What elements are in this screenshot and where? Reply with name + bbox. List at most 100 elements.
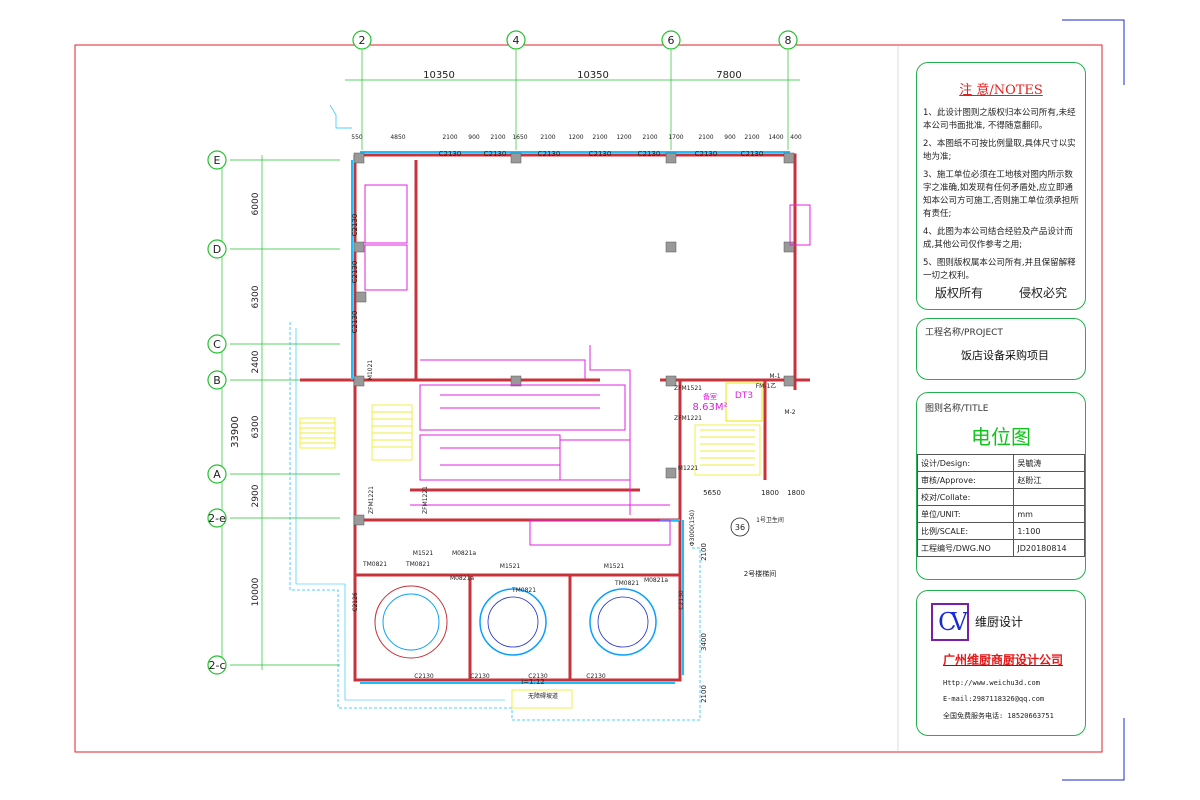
table-row: 单位/UNIT:mm [916,505,1085,523]
table-row: 设计/Design:吴毓涛 [916,454,1085,472]
window-dimension: 2100 [698,134,713,141]
table-row: 比例/SCALE:1:100 [916,522,1085,540]
grid-axis-2-c-label: 2-c [208,659,225,672]
left-dimension: 6300 [251,285,261,308]
note-item: 3、施工单位必须在工地核对图内所示数字之准确,如发现有任何矛盾处,应立即通知本公… [923,170,1079,219]
left-dimension: 2400 [251,350,261,373]
site-boundary-inner [295,328,505,701]
window-label: C2130 [484,150,507,158]
grid-axis-8-circle [778,30,798,50]
door-label: M0821a [452,550,476,557]
note-item: 2、本图纸不可按比例量取,具体尺寸以实地为准; [923,139,1076,162]
grid-axis-6-circle [661,30,681,50]
door-label: M1021 [367,360,374,381]
door-label: TM0821 [405,561,430,568]
door-label: C2126 [352,592,359,612]
window-dimension: 2100 [592,134,607,141]
company-phone: 全国免费服务电话: 18520663751 [943,712,1054,720]
window-label: C2130 [695,150,718,158]
columns [353,152,795,526]
corner-marks [1062,19,1125,781]
side-dimension: 3400 [700,633,708,651]
right-dimension: 1800 [761,489,779,497]
grid-axis-E-label: E [214,154,221,167]
door-label: C2130 [470,673,490,680]
elevator-shaft [725,382,763,422]
door-label: M1521 [604,563,625,570]
door-label: C2130 [528,673,548,680]
table-row: 校对/Collate: [916,488,1085,506]
left-dimension: 6000 [251,192,261,215]
note-item: 4、此图为本公司结合经验及产品设计而成,其他公司仅作参考之用; [923,227,1073,250]
room-label: 备室 [703,392,717,401]
grid-axis-D-circle [207,239,227,259]
top-dimension: 10350 [423,70,455,81]
door-label: M-1 [769,373,780,380]
approver-value: 赵盼江 [1013,471,1085,489]
notes-heading: 注 意/NOTES [959,83,1043,98]
wall-cabinet [789,204,811,246]
left-dimension: 10000 [251,577,261,606]
window-label: C2130 [351,214,359,237]
unit-value: mm [1013,505,1085,523]
window-dimension: 2100 [642,134,657,141]
window-label: C2130 [741,150,764,158]
grid-axis-2-e-circle [207,508,227,528]
window-dimension: 2100 [744,134,759,141]
pipe-dimension: Φ3000(150) [689,510,696,546]
grid-axis-2-c-circle [207,655,227,675]
left-dimension: 6300 [251,415,261,438]
door-label: C2130 [414,673,434,680]
grid-axis-4-circle [506,30,526,50]
notes-list: 1、此设计图则之版权归本公司所有,未经本公司书面批准, 不得随意翻印。 2、本图… [917,98,1085,283]
window-label: C2130 [538,150,561,158]
stairs [299,404,761,709]
windows [351,151,790,684]
walls [300,153,810,682]
electrical-wiring [364,184,671,546]
title-label: 图则名称/TITLE [925,404,989,414]
window-dimension: 1200 [568,134,583,141]
company-website: Http://www.weichu3d.com [943,679,1040,687]
grid-axis-2-e-label: 2-e [208,512,226,525]
dwg-no-value: JD20180814 [1013,539,1085,557]
company-email: E-mail:2987118326@qq.com [943,695,1045,703]
scale-value: 1:100 [1013,522,1085,540]
designer-key: 设计/Design: [916,454,1015,472]
total-dimension: 33900 [230,416,241,448]
window-dimension: 400 [790,134,802,141]
designer-value: 吴毓涛 [1013,454,1085,472]
company-short-name: 维厨设计 [975,615,1024,629]
elevator-label: DT3 [735,391,753,401]
room-area: 8.63M² [693,402,728,413]
window-dimension: 2100 [490,134,505,141]
window-label: C2130 [589,150,612,158]
top-dimension: 7800 [716,70,741,81]
grid-axis-A-circle [207,464,227,484]
window-label: C2130 [439,150,462,158]
window-dimension: 1650 [512,134,527,141]
window-dimension: 1400 [768,134,783,141]
door-label: M1521 [413,550,434,557]
side-dimension: 2100 [700,685,708,703]
logo-letters: CV [938,608,968,636]
round-tables [374,585,657,659]
grid-axis-C-label: C [213,338,221,351]
door-label: C2130 [586,673,606,680]
door-label: ZFM1221 [422,486,429,514]
window-dimension: 900 [468,134,480,141]
section-marker-36 [730,517,750,537]
window-dimension: 1200 [616,134,631,141]
slope-label: i=1:12 [521,678,545,686]
door-label: ZFM1521 [674,385,702,392]
grid-axis-8-label: 8 [785,34,792,47]
stair-label: 2号楼梯间 [744,569,776,578]
door-label: TM0821 [511,587,536,594]
door-label: TM0821 [362,561,387,568]
side-dimension: 2100 [700,543,708,561]
grid-axis-C-circle [207,334,227,354]
